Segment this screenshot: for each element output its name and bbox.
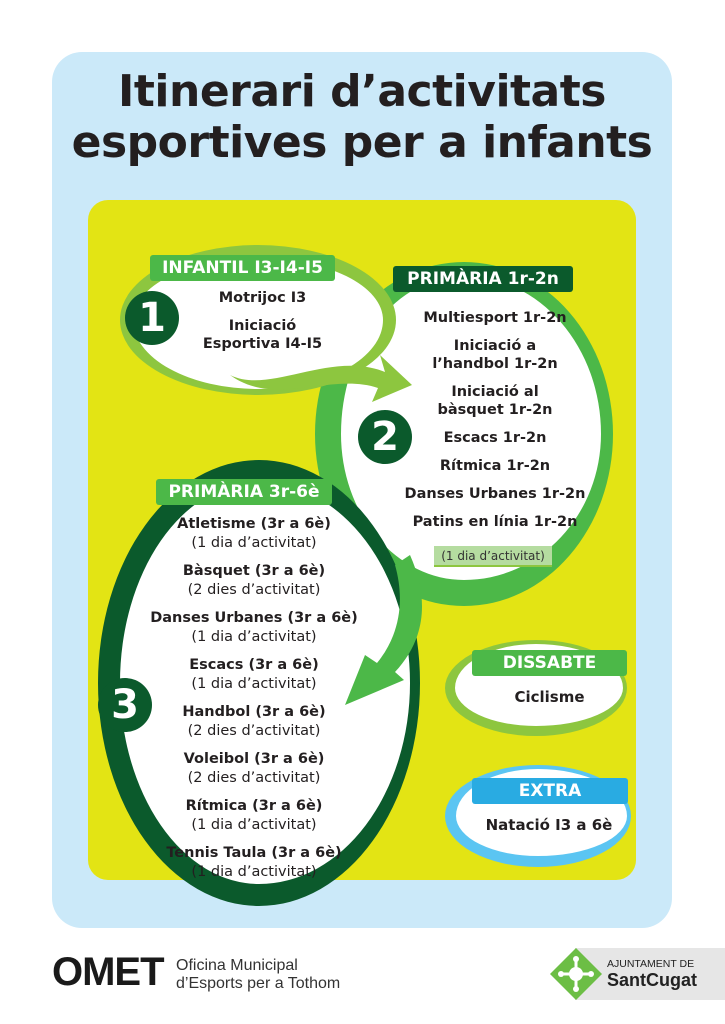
- stage1-list: Motrijoc I3 Iniciació Esportiva I4-I5: [180, 289, 345, 353]
- stage3-list: Atletisme (3r a 6è) (1 dia d’activitat) B…: [144, 515, 364, 891]
- list-item: Tennis Taula (3r a 6è) (1 dia d’activitat…: [144, 844, 364, 882]
- saturday-label: DISSABTE: [472, 650, 627, 676]
- activity-days: (2 dies d’activitat): [187, 723, 321, 739]
- activity-days: (1 dia d’activitat): [191, 676, 317, 692]
- council-line-1: AJUNTAMENT DE: [607, 958, 695, 970]
- list-item: Iniciació a: [453, 338, 537, 354]
- list-item: Atletisme (3r a 6è) (1 dia d’activitat): [144, 515, 364, 553]
- arrow-2-to-3: [345, 555, 422, 705]
- list-item: l’handbol 1r-2n: [432, 356, 558, 372]
- title-line-1: Itinerari d’activitats: [118, 66, 606, 117]
- list-item: Multiesport 1r-2n: [423, 310, 567, 326]
- list-item: bàsquet 1r-2n: [437, 402, 553, 418]
- list-item: Escacs (3r a 6è) (1 dia d’activitat): [144, 656, 364, 694]
- activity-name: Tennis Taula (3r a 6è): [166, 845, 342, 861]
- activity-days: (2 dies d’activitat): [187, 582, 321, 598]
- stage3-label: PRIMÀRIA 3r-6è: [156, 479, 332, 505]
- omet-line-1: Oficina Municipal: [176, 957, 298, 974]
- activity-name: Escacs (3r a 6è): [189, 657, 319, 673]
- council-line-2: SantCugat: [607, 970, 697, 990]
- list-item: Iniciació al: [451, 384, 539, 400]
- list-item: Danses Urbanes 1r-2n: [404, 486, 586, 502]
- extra-item: Natació I3 a 6è: [485, 816, 613, 834]
- activity-name: Danses Urbanes (3r a 6è): [150, 610, 358, 626]
- list-item: Rítmica (3r a 6è) (1 dia d’activitat): [144, 797, 364, 835]
- council-name: AJUNTAMENT DE SantCugat: [607, 958, 697, 990]
- arrow-1-to-2: [230, 355, 412, 402]
- saturday-item: Ciclisme: [514, 688, 585, 706]
- omet-name: Oficina Municipal d’Esports per a Tothom: [176, 957, 340, 993]
- list-item: Danses Urbanes (3r a 6è) (1 dia d’activit…: [144, 609, 364, 647]
- stage3-number: 3: [98, 678, 152, 732]
- stage1-label: INFANTIL I3-I4-I5: [150, 255, 335, 281]
- extra-label: EXTRA: [472, 778, 628, 804]
- stage2-number: 2: [358, 410, 412, 464]
- list-item: Patins en línia 1r-2n: [412, 514, 578, 530]
- stage2-list: Multiesport 1r-2n Iniciació a l’handbol …: [395, 309, 595, 541]
- activity-days: (1 dia d’activitat): [191, 535, 317, 551]
- activity-name: Handbol (3r a 6è): [182, 704, 326, 720]
- title-line-2: esportives per a infants: [71, 117, 653, 168]
- activity-days: (1 dia d’activitat): [191, 629, 317, 645]
- council-emblem-icon: [550, 948, 602, 1000]
- list-item: Esportiva I4-I5: [202, 336, 323, 352]
- activity-name: Rítmica (3r a 6è): [185, 798, 323, 814]
- omet-line-2: d’Esports per a Tothom: [176, 975, 341, 992]
- stage1-number: 1: [125, 291, 179, 345]
- list-item: Iniciació: [228, 318, 297, 334]
- list-item: Voleibol (3r a 6è) (2 dies d’activitat): [144, 750, 364, 788]
- activity-days: (1 dia d’activitat): [191, 864, 317, 880]
- list-item: Motrijoc I3: [218, 290, 307, 306]
- stage2-label: PRIMÀRIA 1r-2n: [393, 266, 573, 292]
- activity-name: Bàsquet (3r a 6è): [182, 563, 326, 579]
- list-item: Handbol (3r a 6è) (2 dies d’activitat): [144, 703, 364, 741]
- list-item: Rítmica 1r-2n: [439, 458, 551, 474]
- omet-logo: OMET: [52, 950, 165, 994]
- list-item: Bàsquet (3r a 6è) (2 dies d’activitat): [144, 562, 364, 600]
- activity-days: (2 dies d’activitat): [187, 770, 321, 786]
- activity-days: (1 dia d’activitat): [191, 817, 317, 833]
- activity-name: Voleibol (3r a 6è): [183, 751, 325, 767]
- activity-name: Atletisme (3r a 6è): [177, 516, 331, 532]
- stage2-frequency-note: (1 dia d’activitat): [434, 546, 552, 567]
- list-item: Escacs 1r-2n: [443, 430, 547, 446]
